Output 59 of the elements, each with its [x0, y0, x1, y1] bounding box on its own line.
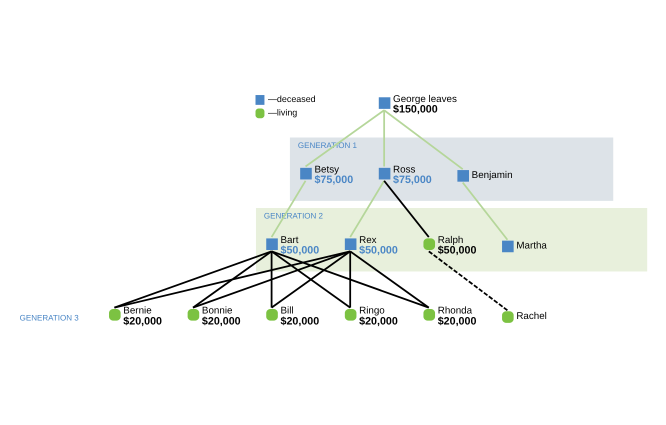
connector: [271, 250, 430, 308]
node-circle: [423, 308, 436, 321]
node-box: [378, 97, 390, 109]
node-label: Ringo: [359, 306, 385, 317]
connector: [384, 110, 464, 170]
node-label: Bernie: [123, 306, 152, 317]
node-label: $20,000: [438, 315, 476, 328]
node-circle: [502, 311, 514, 323]
node-circle: [109, 308, 121, 321]
node-label: Rhonda: [438, 306, 472, 317]
label: GENERATION 3: [20, 313, 79, 322]
legend-label: —living: [268, 108, 298, 118]
node-label: $20,000: [123, 315, 162, 328]
node-label: Ross: [393, 164, 416, 176]
connector: [350, 250, 430, 308]
legend-label: —deceased: [268, 94, 316, 104]
node-circle: [266, 308, 278, 321]
node-label: Rachel: [516, 311, 547, 322]
connector: [114, 250, 350, 308]
node-label: $75,000: [314, 174, 354, 186]
node-label: Ralph: [438, 235, 464, 246]
node-label: $20,000: [202, 315, 241, 328]
node-label: $50,000: [359, 244, 398, 257]
node-label: Martha: [516, 240, 547, 252]
node-box: [378, 168, 390, 180]
connector: [383, 180, 430, 238]
connector: [428, 250, 508, 312]
connector: [462, 182, 508, 240]
node-label: $20,000: [359, 315, 398, 328]
node-circle: [188, 308, 200, 321]
node-label: Betsy: [314, 164, 340, 176]
node-circle: [344, 308, 356, 321]
node-circle: [423, 238, 436, 250]
connector: [270, 180, 306, 238]
node-box: [266, 238, 278, 250]
node-label: $50,000: [438, 244, 476, 257]
node-label: $150,000: [393, 104, 438, 116]
connector: [192, 250, 272, 308]
node-box: [457, 170, 469, 182]
node-label: Bill: [280, 306, 294, 317]
node-label: Bonnie: [202, 306, 232, 317]
node-label: $75,000: [393, 174, 432, 186]
node-label: Bart: [280, 235, 299, 246]
connector: [349, 180, 385, 238]
node-label: $20,000: [280, 315, 320, 328]
node-label: George leaves: [393, 94, 457, 106]
connector: [270, 251, 272, 308]
connector: [305, 110, 385, 168]
node-box: [300, 168, 312, 180]
node-box: [344, 238, 356, 250]
connector: [114, 250, 272, 308]
node-label: Rex: [359, 235, 377, 246]
connector: [349, 251, 352, 308]
connector: [192, 250, 350, 308]
connector: [271, 250, 351, 308]
node-label: Benjamin: [472, 170, 513, 181]
node-label: $50,000: [280, 244, 320, 257]
connector: [383, 110, 386, 166]
node-box: [502, 240, 514, 252]
